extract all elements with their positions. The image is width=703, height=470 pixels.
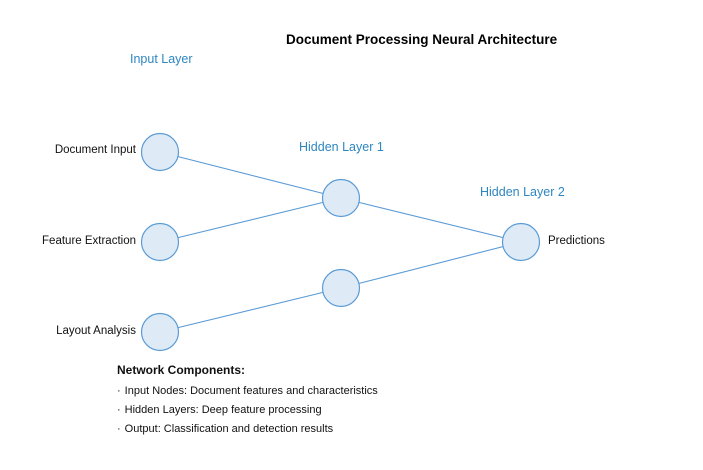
legend-item-output: ·Output: Classification and detection re…	[117, 423, 378, 435]
legend-item-hidden-layers: ·Hidden Layers: Deep feature processing	[117, 404, 378, 416]
legend-block: Network Components: ·Input Nodes: Docume…	[117, 363, 378, 442]
page-title: Document Processing Neural Architecture	[286, 32, 558, 47]
node-feature-extraction-circle	[140, 222, 180, 262]
legend-item-text: Output: Classification and detection res…	[124, 423, 334, 435]
predictions-label: Predictions	[548, 235, 605, 247]
hidden-layer-2-label: Hidden Layer 2	[480, 185, 565, 199]
feature-extraction-label: Feature Extraction	[42, 235, 136, 247]
legend-item-input-nodes: ·Input Nodes: Document features and char…	[117, 385, 378, 397]
bullet-icon: ·	[117, 385, 121, 397]
node-layout-analysis-circle	[140, 312, 180, 352]
edge-layout-analysis-to-hidden2	[159, 287, 342, 333]
legend-heading: Network Components:	[117, 363, 246, 377]
layout-analysis-label: Layout Analysis	[56, 325, 136, 337]
legend-item-text: Input Nodes: Document features and chara…	[124, 385, 378, 397]
edge-document-input-to-hidden1	[159, 151, 342, 199]
node-hidden-2-circle	[321, 268, 361, 308]
input-layer-label: Input Layer	[130, 52, 193, 66]
node-hidden-1-circle	[321, 178, 361, 218]
document-input-label: Document Input	[54, 144, 136, 156]
node-output-circle	[501, 222, 541, 262]
legend-item-text: Hidden Layers: Deep feature processing	[124, 404, 322, 416]
hidden-layer-1-label: Hidden Layer 1	[299, 140, 384, 154]
edge-feature-extraction-to-hidden1	[159, 197, 342, 243]
node-document-input-circle	[140, 132, 180, 172]
edge-hidden1-to-output	[340, 197, 522, 243]
bullet-icon: ·	[117, 423, 121, 435]
bullet-icon: ·	[117, 404, 121, 416]
edge-hidden2-to-output	[340, 241, 522, 289]
